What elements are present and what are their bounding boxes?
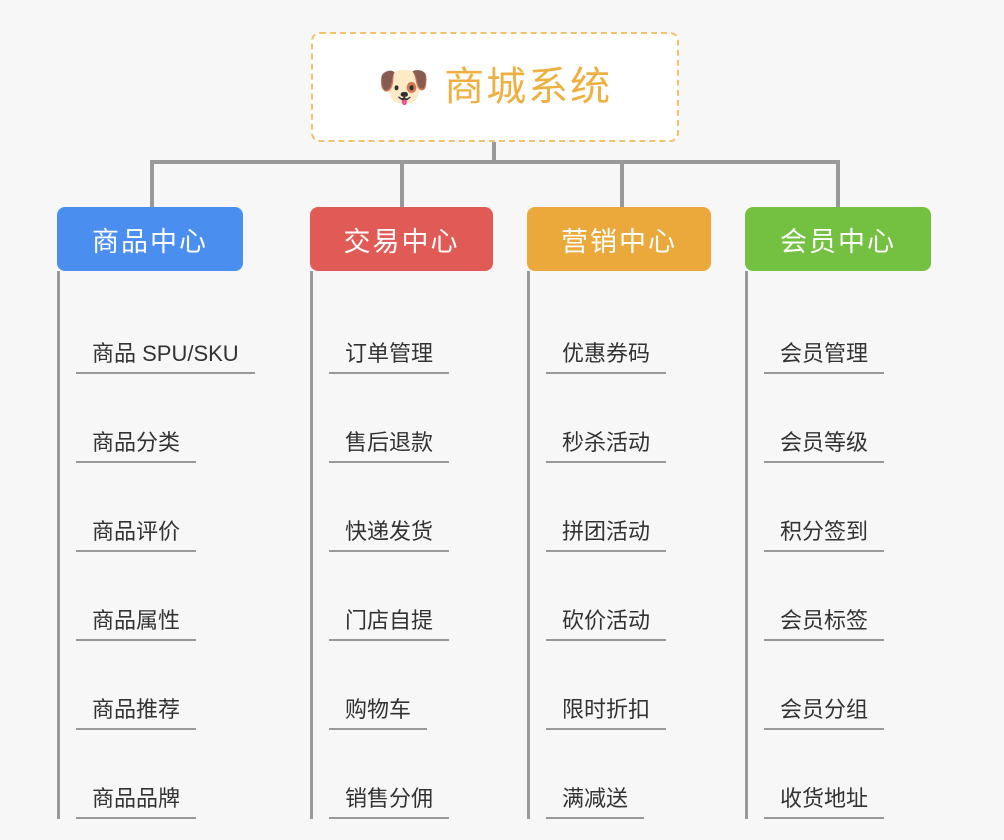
category-item-list-3: 优惠券码秒杀活动拼团活动砍价活动限时折扣满减送: [527, 271, 711, 819]
connector-drop-4: [836, 160, 840, 208]
category-header-2[interactable]: 交易中心: [310, 207, 493, 271]
dog-face-icon: 🐶: [377, 63, 431, 110]
list-item-label: 会员等级: [764, 430, 885, 463]
list-item-label: 砍价活动: [546, 608, 667, 641]
list-item-label: 销售分佣: [329, 786, 450, 819]
list-item[interactable]: 门店自提: [329, 552, 493, 641]
list-item[interactable]: 购物车: [329, 641, 493, 730]
list-item-label: 商品推荐: [76, 697, 197, 730]
list-item-label: 收货地址: [764, 786, 885, 819]
connector-root-stem: [492, 142, 496, 163]
list-item-label: 会员标签: [764, 608, 885, 641]
category-item-list-1: 商品 SPU/SKU 商品分类商品评价商品属性商品推荐商品品牌: [57, 271, 255, 819]
list-item[interactable]: 积分签到: [764, 463, 931, 552]
list-item-label: 商品评价: [76, 519, 197, 552]
list-item-label: 会员管理: [764, 341, 885, 374]
list-item[interactable]: 快递发货: [329, 463, 493, 552]
list-item-label: 秒杀活动: [546, 430, 667, 463]
category-header-4[interactable]: 会员中心: [745, 207, 931, 271]
list-item-label: 订单管理: [329, 341, 450, 374]
list-item-label: 商品品牌: [76, 786, 197, 819]
list-item[interactable]: 收货地址: [764, 730, 931, 819]
list-item[interactable]: 商品分类: [76, 374, 243, 463]
category-column-2: 交易中心订单管理售后退款快递发货门店自提购物车销售分佣: [310, 207, 493, 819]
connector-drop-1: [150, 160, 154, 208]
list-item-label: 会员分组: [764, 697, 885, 730]
list-item-label: 优惠券码: [546, 341, 667, 374]
list-item[interactable]: 满减送: [546, 730, 711, 819]
category-item-list-2: 订单管理售后退款快递发货门店自提购物车销售分佣: [310, 271, 493, 819]
list-item-label: 商品分类: [76, 430, 197, 463]
list-item[interactable]: 会员分组: [764, 641, 931, 730]
category-header-1[interactable]: 商品中心: [57, 207, 243, 271]
list-item-label: 快递发货: [329, 519, 450, 552]
list-item[interactable]: 商品属性: [76, 552, 243, 641]
category-header-label: 营销中心: [561, 226, 677, 257]
list-item[interactable]: 秒杀活动: [546, 374, 711, 463]
list-item-label: 商品 SPU/SKU: [76, 341, 255, 374]
list-item-label: 满减送: [546, 786, 645, 819]
list-item[interactable]: 商品评价: [76, 463, 243, 552]
list-item-label: 积分签到: [764, 519, 885, 552]
list-item[interactable]: 销售分佣: [329, 730, 493, 819]
connector-drop-2: [400, 160, 404, 208]
list-item-label: 购物车: [329, 697, 428, 730]
connector-horizontal-bar: [150, 160, 840, 164]
list-item[interactable]: 商品推荐: [76, 641, 243, 730]
list-item-label: 门店自提: [329, 608, 450, 641]
category-column-3: 营销中心优惠券码秒杀活动拼团活动砍价活动限时折扣满减送: [527, 207, 711, 819]
category-column-1: 商品中心商品 SPU/SKU 商品分类商品评价商品属性商品推荐商品品牌: [57, 207, 255, 819]
list-item[interactable]: 商品品牌: [76, 730, 243, 819]
root-node-title: 商城系统: [444, 65, 613, 109]
category-header-3[interactable]: 营销中心: [527, 207, 711, 271]
list-item-label: 限时折扣: [546, 697, 667, 730]
list-item-label: 拼团活动: [546, 519, 667, 552]
category-header-label: 交易中心: [343, 226, 460, 257]
category-header-label: 会员中心: [780, 226, 896, 257]
connector-drop-3: [620, 160, 624, 208]
category-header-label: 商品中心: [92, 226, 208, 257]
list-item[interactable]: 订单管理: [329, 285, 493, 374]
list-item-label: 售后退款: [329, 430, 450, 463]
list-item[interactable]: 砍价活动: [546, 552, 711, 641]
list-item[interactable]: 拼团活动: [546, 463, 711, 552]
list-item-label: 商品属性: [76, 608, 197, 641]
list-item[interactable]: 会员等级: [764, 374, 931, 463]
list-item[interactable]: 会员管理: [764, 285, 931, 374]
list-item[interactable]: 会员标签: [764, 552, 931, 641]
list-item[interactable]: 限时折扣: [546, 641, 711, 730]
category-item-list-4: 会员管理会员等级积分签到会员标签会员分组收货地址: [745, 271, 931, 819]
root-node-商城系统[interactable]: 🐶 商城系统: [311, 32, 679, 142]
list-item[interactable]: 商品 SPU/SKU: [76, 285, 255, 374]
list-item[interactable]: 优惠券码: [546, 285, 711, 374]
category-column-4: 会员中心会员管理会员等级积分签到会员标签会员分组收货地址: [745, 207, 931, 819]
list-item[interactable]: 售后退款: [329, 374, 493, 463]
